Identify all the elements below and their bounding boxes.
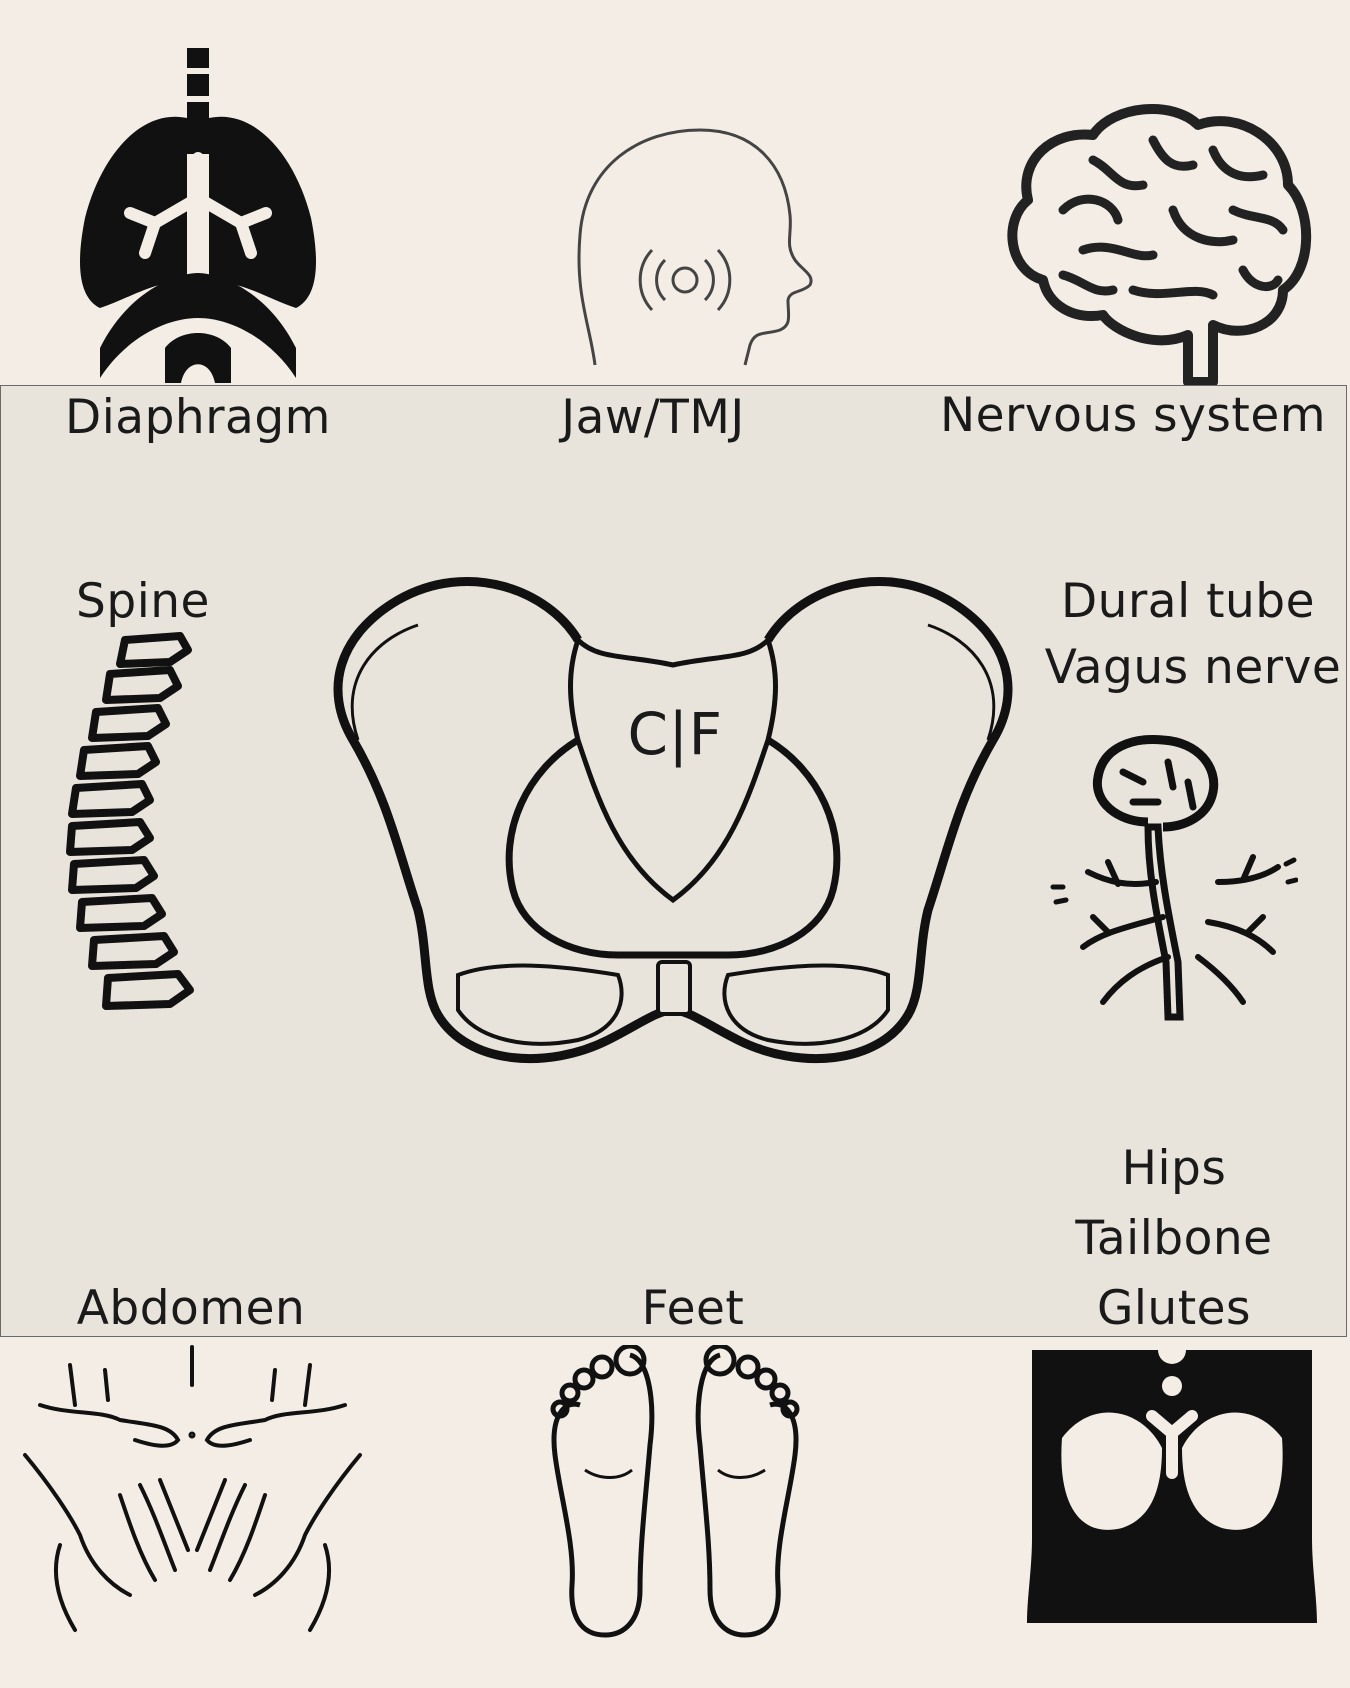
label-glutes: Glutes <box>1096 1281 1252 1336</box>
label-diaphragm: Diaphragm <box>65 390 331 445</box>
label-nervous-system: Nervous system <box>939 388 1327 443</box>
label-tailbone: Tailbone <box>1075 1211 1273 1266</box>
label-dural-tube: Dural tube <box>1060 574 1316 629</box>
vagus-nerve-icon <box>1048 732 1298 1027</box>
label-vagus-nerve: Vagus nerve <box>1044 640 1342 695</box>
feet-icon <box>540 1345 810 1640</box>
hands-abdomen-icon <box>20 1345 370 1635</box>
pelvis-icon <box>328 570 1018 1085</box>
lungs-icon <box>70 48 330 383</box>
glutes-icon <box>1022 1338 1322 1628</box>
head-jaw-icon <box>570 125 820 370</box>
brain-icon <box>1003 100 1318 385</box>
central-panel <box>0 385 1347 1337</box>
logo-cf: C|F <box>627 700 723 768</box>
label-abdomen: Abdomen <box>76 1281 306 1336</box>
label-feet: Feet <box>641 1281 745 1336</box>
label-jaw: Jaw/TMJ <box>561 390 745 445</box>
spine-icon <box>60 632 210 1027</box>
label-hips: Hips <box>1121 1141 1227 1196</box>
label-spine: Spine <box>76 574 210 629</box>
